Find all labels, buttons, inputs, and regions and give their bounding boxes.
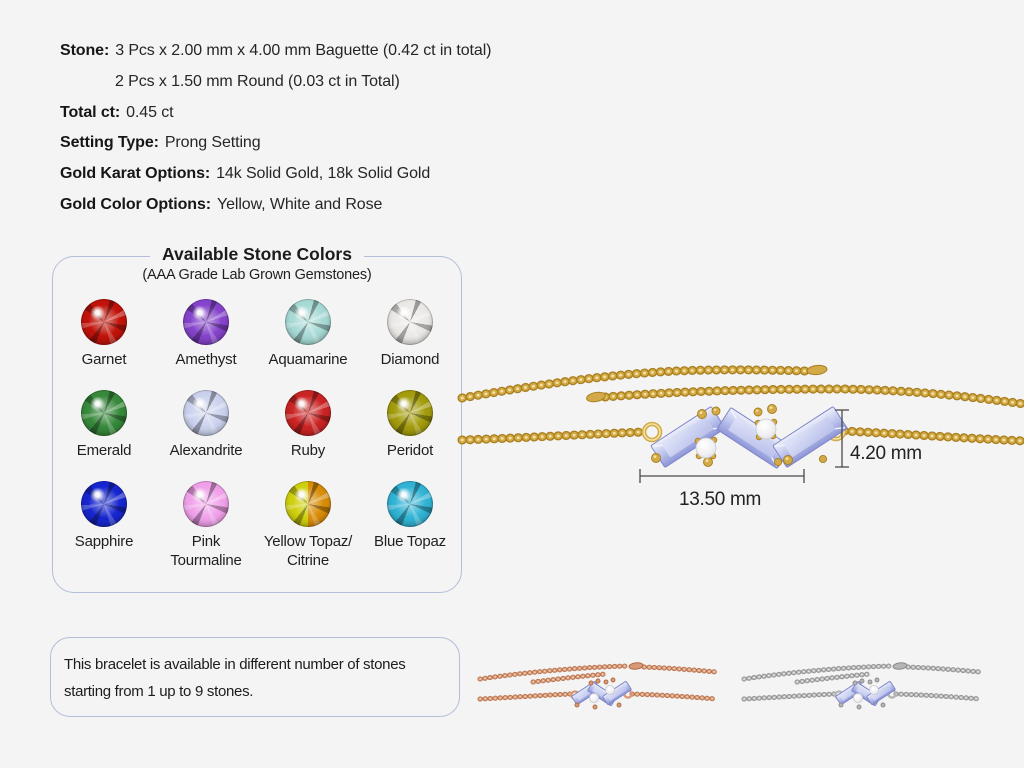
spec-value: Yellow, White and Rose [216, 195, 383, 213]
bracelet-image-small [742, 662, 982, 710]
gold-beads [838, 677, 886, 710]
gem-label: Peridot [386, 442, 434, 459]
gem-alexandrite: Alexandrite [155, 390, 257, 481]
gem-diamond: Diamond [359, 299, 461, 390]
gem-grid: Garnet Amethyst Aquamarine Diamond [53, 299, 461, 572]
spec-value: 0.45 ct [126, 103, 174, 121]
bracelet-image: 4.20 mm 13.50 mm [462, 364, 1024, 510]
gem-sapphire: Sapphire [53, 481, 155, 572]
gem-garnet: Garnet [53, 299, 155, 390]
gem-label: Ruby [290, 442, 326, 459]
spec-label: Setting Type: [60, 134, 159, 152]
spec-value: Prong Setting [164, 134, 261, 152]
stones-note-box: This bracelet is available in different … [50, 637, 460, 717]
gem-label: Diamond [380, 351, 440, 368]
gem-label: Aquamarine [268, 351, 348, 368]
sapphire-gem-icon [81, 481, 127, 527]
aquamarine-gem-icon [285, 299, 331, 345]
pink-tourmaline-gem-icon [183, 481, 229, 527]
gem-label: Yellow Topaz/ Citrine [263, 533, 353, 569]
height-measurement-label: 4.20 mm [850, 443, 922, 464]
baguette-stones [650, 406, 848, 469]
emerald-gem-icon [81, 390, 127, 436]
stone-panel-subtitle: (AAA Grade Lab Grown Gemstones) [142, 267, 372, 283]
blue-topaz-gem-icon [387, 481, 433, 527]
spec-gold-color-options: Gold Color Options: Yellow, White and Ros… [60, 190, 580, 221]
garnet-gem-icon [81, 299, 127, 345]
spec-total-ct: Total ct: 0.45 ct [60, 98, 580, 129]
baguette-stones [571, 681, 632, 706]
spec-stone: Stone: 3 Pcs x 2.00 mm x 4.00 mm Baguette… [60, 36, 580, 67]
gem-amethyst: Amethyst [155, 299, 257, 390]
spec-label: Total ct: [60, 103, 121, 121]
gem-yellow-topaz-citrine: Yellow Topaz/ Citrine [257, 481, 359, 572]
gem-pink-tourmaline: Pink Tourmaline [155, 481, 257, 572]
peridot-gem-icon [387, 390, 433, 436]
spec-setting-type: Setting Type: Prong Setting [60, 128, 580, 159]
spec-label: Gold Color Options: [60, 195, 211, 213]
round-diamonds [589, 685, 615, 703]
bracelet-thumb-white-gold [742, 645, 982, 735]
round-diamonds [694, 418, 778, 460]
amethyst-gem-icon [183, 299, 229, 345]
spec-value: 14k Solid Gold, 18k Solid Gold [216, 165, 431, 183]
alexandrite-gem-icon [183, 390, 229, 436]
chain-extender-tag [628, 662, 644, 670]
gem-row: Garnet Amethyst Aquamarine Diamond [53, 299, 461, 390]
gem-label: Sapphire [74, 533, 134, 550]
ruby-gem-icon [285, 390, 331, 436]
stones-note-text: This bracelet is available in different … [64, 656, 406, 700]
spec-label: Stone: [60, 42, 110, 59]
round-diamonds [853, 685, 879, 703]
chain-extender-tags [586, 364, 828, 403]
yellow-topaz-citrine-gem-icon [285, 481, 331, 527]
gem-row: Emerald Alexandrite Ruby Peridot [53, 390, 461, 481]
gem-label: Garnet [81, 351, 127, 368]
bracelet-diagram-yellow-gold: 4.20 mm 13.50 mm [462, 340, 1024, 540]
spec-gold-karat-options: Gold Karat Options: 14k Solid Gold, 18k S… [60, 159, 580, 190]
gem-ruby: Ruby [257, 390, 359, 481]
stone-colors-panel: Available Stone Colors (AAA Grade Lab Gr… [52, 244, 462, 593]
gold-beads [574, 677, 622, 710]
gem-label: Amethyst [175, 351, 237, 368]
width-measurement-label: 13.50 mm [679, 489, 761, 510]
stone-panel-title: Available Stone Colors [150, 244, 364, 265]
bracelet-thumb-rose-gold [478, 645, 718, 735]
measurement-annotations: 4.20 mm 13.50 mm [639, 409, 922, 510]
gem-emerald: Emerald [53, 390, 155, 481]
gem-label: Pink Tourmaline [170, 533, 242, 569]
gem-label: Blue Topaz [374, 533, 446, 550]
diamond-gem-icon [387, 299, 433, 345]
spec-value: 2 Pcs x 1.50 mm Round (0.03 ct in Total) [115, 72, 400, 90]
product-specs: Stone: 3 Pcs x 2.00 mm x 4.00 mm Baguette… [60, 36, 580, 221]
gold-beads [651, 404, 828, 467]
baguette-stones [835, 681, 896, 706]
gem-peridot: Peridot [359, 390, 461, 481]
gem-label: Alexandrite [169, 442, 243, 459]
gem-label: Emerald [76, 442, 132, 459]
chain-extender-tag [892, 662, 908, 670]
spec-stone-line2: 2 Pcs x 1.50 mm Round (0.03 ct in Total) [60, 67, 580, 98]
gem-blue-topaz: Blue Topaz [359, 481, 461, 572]
upper-chain [462, 370, 1024, 404]
gem-row: Sapphire Pink Tourmaline Yellow Topaz/ C… [53, 481, 461, 572]
gem-aquamarine: Aquamarine [257, 299, 359, 390]
bracelet-image-small [478, 662, 718, 710]
spec-label: Gold Karat Options: [60, 165, 211, 183]
spec-value: 3 Pcs x 2.00 mm x 4.00 mm Baguette (0.42… [115, 42, 492, 59]
